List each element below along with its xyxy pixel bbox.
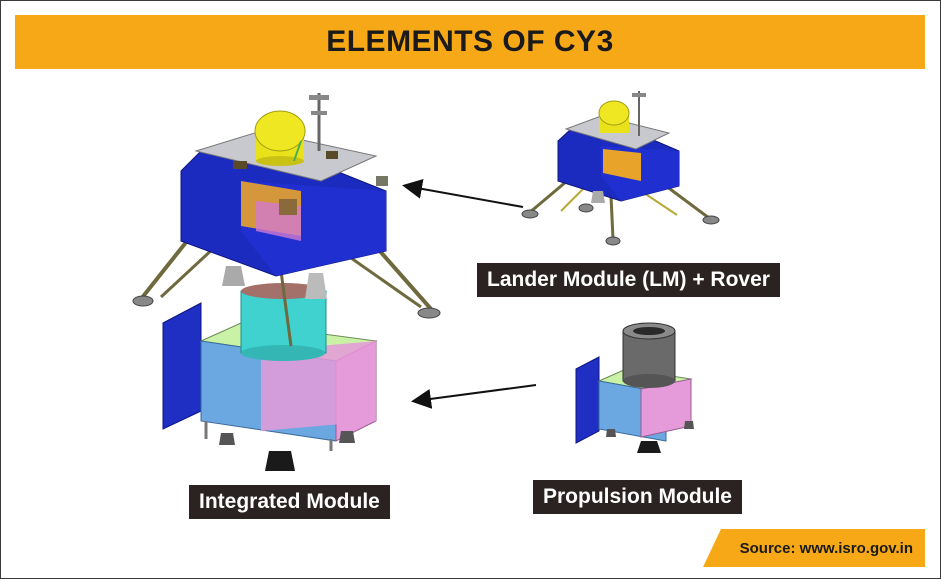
propulsion-module-image <box>575 322 694 453</box>
page-title: ELEMENTS OF CY3 <box>326 25 614 58</box>
source-text: Source: www.isro.gov.in <box>739 539 913 557</box>
label-propulsion-module: Propulsion Module <box>533 480 742 514</box>
arrow-lander <box>402 178 524 208</box>
label-lander-module: Lander Module (LM) + Rover <box>477 263 780 297</box>
source-tag: Source: www.isro.gov.in <box>703 529 925 567</box>
label-integrated-module: Integrated Module <box>189 485 390 519</box>
arrow-integrated <box>411 384 537 409</box>
title-banner: ELEMENTS OF CY3 <box>15 15 925 69</box>
lander-module-image <box>521 91 720 246</box>
integrated-module-image <box>132 93 441 471</box>
